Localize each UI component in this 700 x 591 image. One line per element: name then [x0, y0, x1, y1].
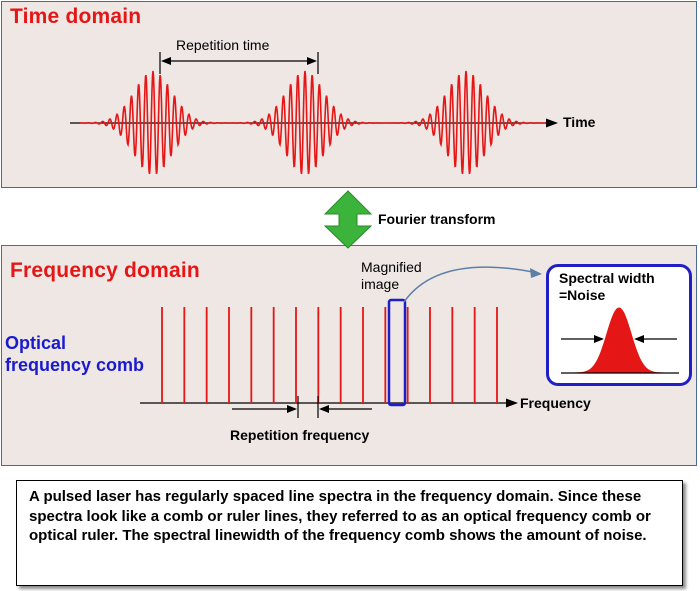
- repetition-time-label: Repetition time: [176, 37, 270, 53]
- rep-freq-arrowhead-left: [287, 405, 297, 413]
- time-domain-panel: Time domain: [1, 1, 697, 188]
- caption-text: A pulsed laser has regularly spaced line…: [29, 488, 651, 544]
- caption-box: A pulsed laser has regularly spaced line…: [16, 480, 683, 586]
- repetition-time-arrowhead-right: [307, 57, 317, 65]
- magnify-link-curve: [403, 266, 534, 303]
- magnified-label-line1: Magnified: [361, 259, 422, 275]
- pulse-waveform: [79, 70, 545, 175]
- comb-label-line1: Optical: [5, 333, 67, 353]
- time-domain-title: Time domain: [10, 5, 142, 28]
- repetition-frequency-label: Repetition frequency: [230, 427, 370, 443]
- spectral-peak-graphic: [561, 307, 679, 374]
- inset-title-line1: Spectral width: [559, 270, 655, 286]
- time-axis-label: Time: [563, 114, 596, 130]
- comb-label-line2: frequency comb: [5, 355, 145, 375]
- comb-lines: [161, 307, 498, 403]
- rep-freq-arrowhead-right: [319, 405, 329, 413]
- spectral-width-inset: Spectral width =Noise: [546, 264, 692, 386]
- magnified-image-label: Magnified image: [361, 259, 422, 293]
- spectral-width-title: Spectral width =Noise: [559, 270, 655, 304]
- inset-width-arrowhead-right: [634, 335, 644, 343]
- spectral-peak: [566, 307, 672, 374]
- frequency-axis-label: Frequency: [520, 395, 591, 411]
- magnify-link-arrowhead: [530, 268, 542, 278]
- optical-frequency-comb-label: Optical frequency comb: [5, 332, 144, 376]
- magnified-label-line2: image: [361, 276, 400, 292]
- fourier-double-arrow-icon: [323, 190, 373, 249]
- fourier-transform-label: Fourier transform: [378, 211, 496, 227]
- inset-title-line2: =Noise: [559, 287, 606, 303]
- repetition-time-arrowhead-left: [161, 57, 171, 65]
- time-axis-arrowhead: [546, 118, 558, 128]
- frequency-axis-arrowhead: [506, 398, 518, 408]
- magnifier-highlight: [387, 298, 407, 407]
- inset-width-arrowhead-left: [594, 335, 604, 343]
